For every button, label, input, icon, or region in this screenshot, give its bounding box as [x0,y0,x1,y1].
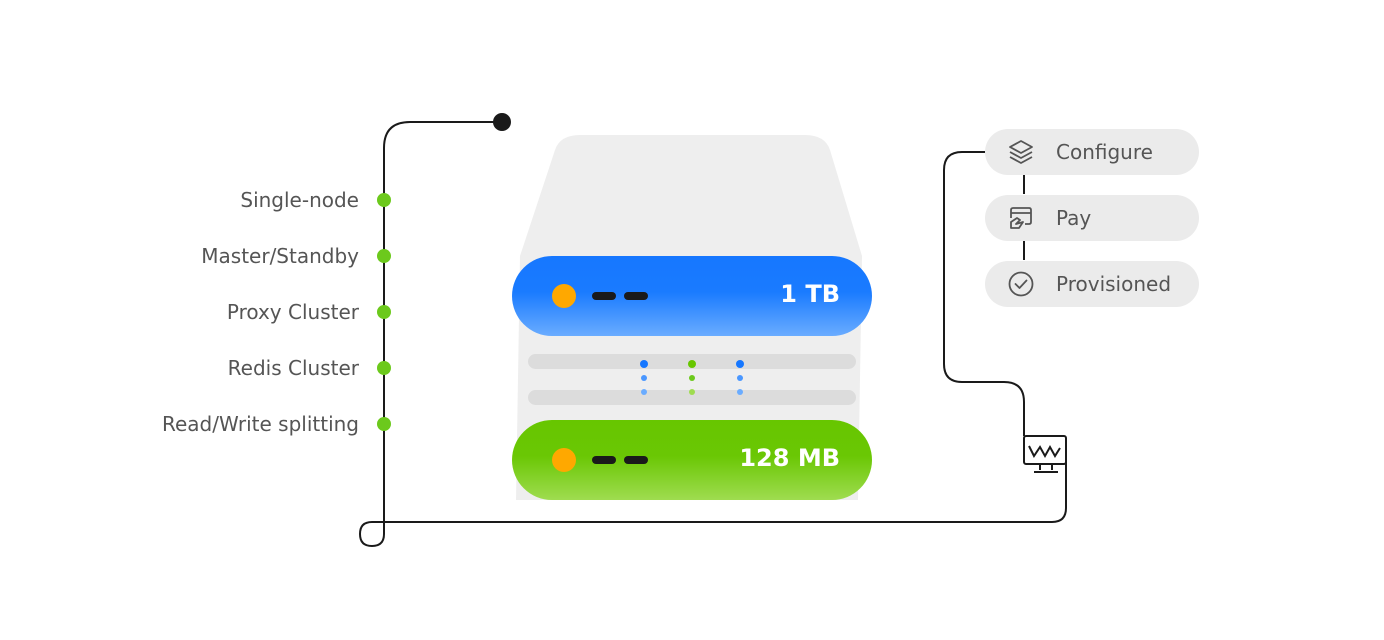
node-dot [377,417,391,431]
start-dot [493,113,511,131]
capacity-max-pill: 1 TB [512,256,872,336]
node-dot [377,193,391,207]
indicator-dash [624,292,648,300]
deployment-type-label: Read/Write splitting [162,412,359,436]
capacity-max: 1 TB [780,280,840,308]
node-dot [377,305,391,319]
capacity-min: 128 MB [739,444,840,472]
indicator-dash [624,456,648,464]
step-label: Configure [1056,140,1153,164]
check-circle-icon [1008,271,1034,297]
step-provisioned: Provisioned [985,261,1199,307]
status-light-icon [552,448,576,472]
deployment-type-label: Redis Cluster [227,356,359,380]
node-dot [377,361,391,375]
step-label: Pay [1056,206,1092,230]
deployment-type-label: Proxy Cluster [226,300,359,324]
deployment-type-label: Single-node [240,188,359,212]
step-configure: Configure [985,129,1199,175]
step-pay: Pay [985,195,1199,241]
dot [737,389,743,395]
layers-icon [1009,140,1033,164]
dot [640,360,648,368]
dot [641,389,647,395]
dot [688,360,696,368]
indicator-dash [592,292,616,300]
dot [737,375,743,381]
payment-card-icon [1010,207,1032,229]
dot [736,360,744,368]
step-label: Provisioned [1056,272,1172,296]
capacity-min-pill: 128 MB [512,420,872,500]
dot [689,389,695,395]
deployment-type-label: Master/Standby [201,244,359,268]
node-dot [377,249,391,263]
dot [641,375,647,381]
indicator-dash [592,456,616,464]
dot [689,375,695,381]
status-light-icon [552,284,576,308]
server-slot [528,390,856,405]
monitor-icon [1023,435,1067,473]
